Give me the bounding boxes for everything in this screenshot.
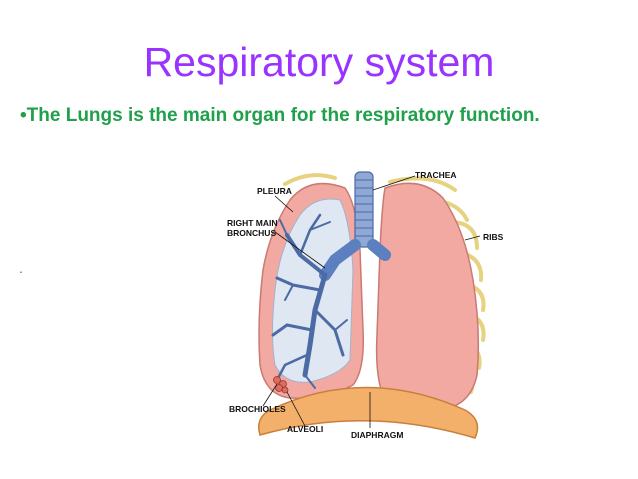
label-ribs: RIBS <box>483 232 504 242</box>
label-diaphragm: DIAPHRAGM <box>351 430 403 440</box>
bullet-text: The Lungs is the main organ for the resp… <box>26 105 540 126</box>
stray-dot: . <box>19 260 23 276</box>
label-brochioles: BROCHIOLES <box>229 404 286 414</box>
label-trachea: TRACHEA <box>415 170 457 180</box>
left-lung <box>375 182 480 411</box>
label-right-main: RIGHT MAIN <box>227 218 278 228</box>
lung-illustration: PLEURA TRACHEA RIGHT MAIN BRONCHUS RIBS … <box>227 170 504 440</box>
alveoli-cluster <box>273 376 289 394</box>
bullet-marker: • <box>20 105 27 126</box>
slide-title: Respiratory system <box>143 39 495 85</box>
bronchi-graphic <box>271 213 348 389</box>
leader-lines <box>262 175 481 428</box>
diaphragm-graphic <box>258 386 479 439</box>
lung-diagram: PLEURA TRACHEA RIGHT MAIN BRONCHUS RIBS … <box>215 160 515 450</box>
label-bronchus: BRONCHUS <box>227 228 276 238</box>
label-pleura: PLEURA <box>257 186 292 196</box>
bullet-point: •The Lungs is the main organ for the res… <box>20 102 620 130</box>
label-alveoli: ALVEOLI <box>287 424 323 434</box>
trachea-graphic <box>319 171 391 281</box>
